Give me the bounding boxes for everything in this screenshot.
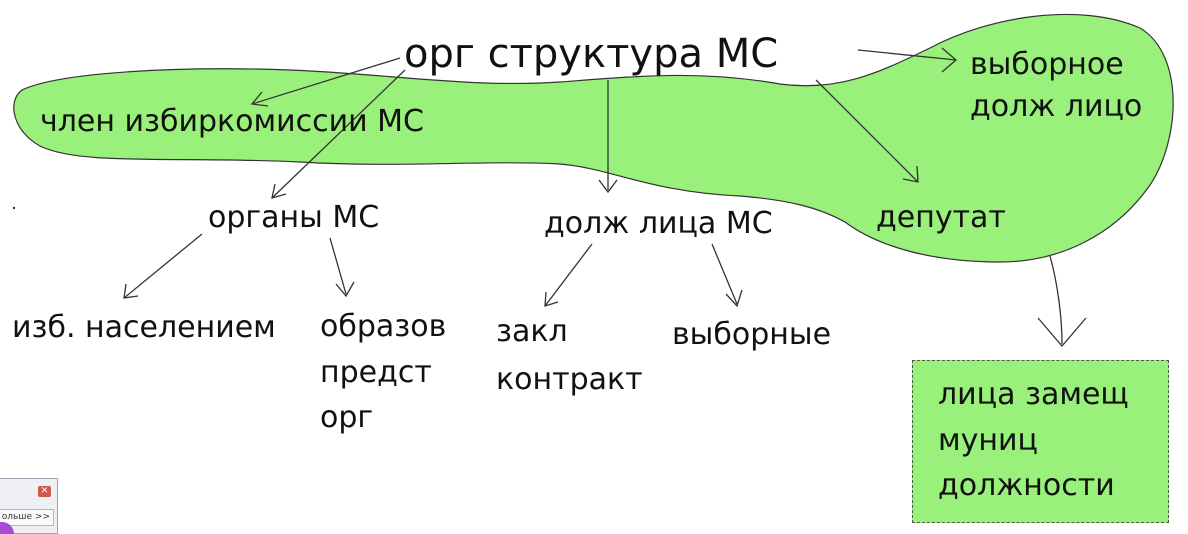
node-contract: закл контракт [496, 308, 643, 404]
arrow-officials-elected [711, 243, 738, 305]
arrow-bodies-formed [329, 237, 347, 295]
close-icon[interactable]: ✕ [38, 486, 51, 497]
arrow-title-deputy [815, 79, 919, 183]
mini-dialog-window: ✕ ольше >> [0, 478, 58, 534]
more-button[interactable]: ольше >> [0, 509, 54, 526]
node-elected: выборные [672, 317, 832, 352]
node-formed-line-1: образов [320, 309, 447, 344]
node-contract-line-1: закл [496, 314, 568, 349]
node-by-population: изб. населением [12, 310, 276, 345]
arrow-title-deputy-head [902, 165, 919, 183]
replacing-positions-box [912, 360, 1169, 523]
arrow-officials-elected-head [725, 289, 743, 308]
node-replacing-line-1: лица замещ [938, 377, 1129, 412]
node-officials: долж лица МС [544, 206, 773, 241]
node-replacing-line-3: должности [938, 468, 1115, 504]
arrow-title-elected-official-head [941, 47, 957, 73]
arrow-title-bodies-head [271, 183, 287, 199]
node-member: член избиркомиссии МС [40, 104, 424, 139]
arrow-officials-contract-head [544, 291, 559, 307]
arrow-blob-box-head [1037, 317, 1087, 347]
node-bodies: органы МС [208, 200, 380, 235]
arrow-title-member [251, 57, 401, 105]
arrow-title-officials-head [598, 179, 618, 194]
taskbar-orb-icon[interactable] [0, 522, 14, 534]
arrow-bodies-formed-head [335, 281, 355, 298]
diagram-title: орг структура МС [404, 31, 779, 77]
node-replacing: лица замещ муниц должности [938, 372, 1129, 509]
node-elected-official-line-2: долж лицо [970, 89, 1143, 124]
stray-dot [12, 206, 16, 210]
node-elected-official: выборное долж лицо [970, 44, 1142, 128]
node-formed-line-3: орг [320, 400, 374, 436]
node-formed: образов предст орг [320, 304, 446, 441]
highlight-blob [13, 13, 1174, 263]
node-elected-official-line-1: выборное [970, 47, 1124, 82]
arrow-bodies-population-head [123, 283, 139, 299]
node-replacing-line-2: муниц [938, 422, 1038, 458]
node-formed-line-2: предст [320, 354, 432, 390]
arrow-title-member-head [250, 91, 269, 107]
node-deputy: депутат [876, 200, 1006, 235]
arrow-bodies-population [123, 233, 203, 299]
arrow-officials-contract [544, 243, 593, 307]
arrow-blob-box [1049, 255, 1063, 345]
arrow-title-elected-official [857, 49, 957, 61]
arrow-title-bodies [271, 69, 406, 199]
node-contract-line-2: контракт [496, 362, 643, 397]
